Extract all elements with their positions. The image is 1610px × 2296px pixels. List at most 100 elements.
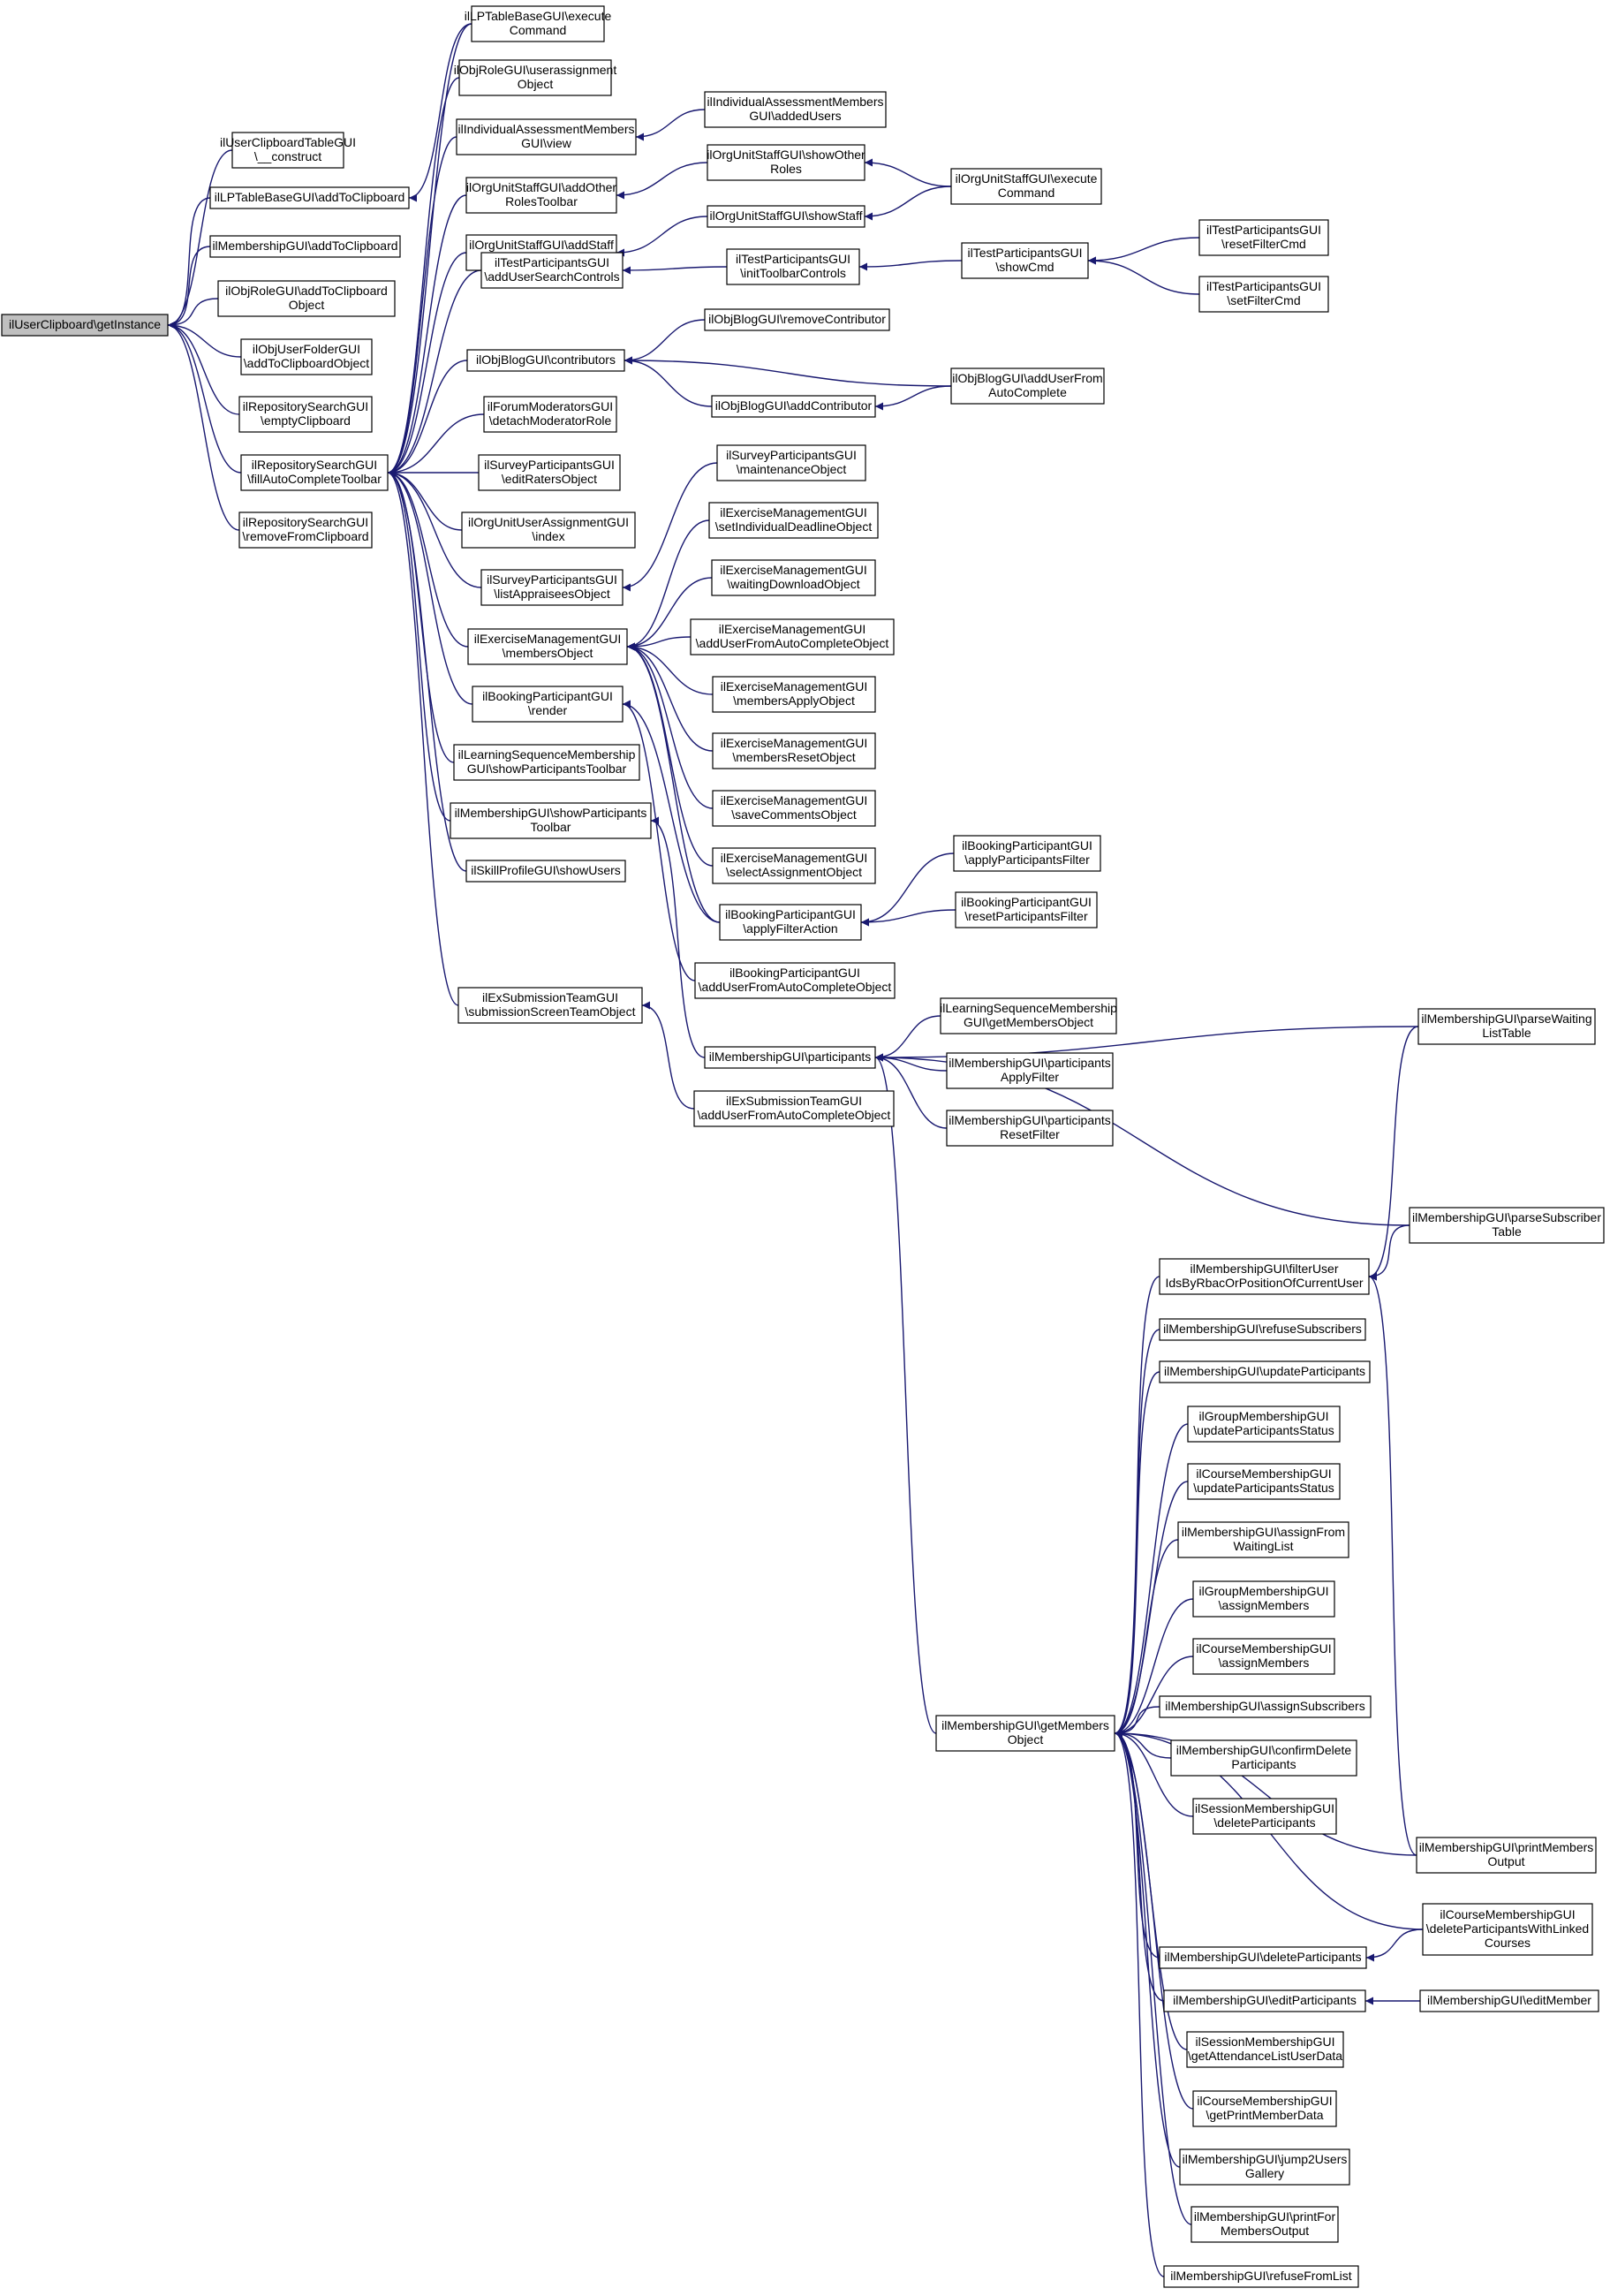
graph-node-c14[interactable]: ilLearningSequenceMembershipGUI\showPart… (453, 744, 640, 781)
graph-node-d4[interactable]: ilTestParticipantsGUI\initToolbarControl… (726, 248, 860, 285)
graph-node-d9[interactable]: ilExerciseManagementGUI\waitingDownloadO… (711, 559, 876, 596)
node-label-line: ilTestParticipantsGUI (1206, 279, 1321, 293)
graph-node-f1[interactable]: ilTestParticipantsGUI\resetFilterCmd (1198, 219, 1329, 256)
graph-node-n1[interactable]: ilUserClipboardTableGUI\__construct (220, 132, 356, 169)
graph-node-d14[interactable]: ilExerciseManagementGUI\selectAssignment… (712, 847, 876, 884)
graph-node-e4[interactable]: ilBookingParticipantGUI\applyParticipant… (953, 835, 1101, 872)
graph-node-g8[interactable]: ilCourseMembershipGUI\assignMembers (1192, 1638, 1335, 1675)
graph-node-d15[interactable]: ilBookingParticipantGUI\applyFilterActio… (719, 904, 862, 941)
node-label-line: \resetParticipantsFilter (964, 909, 1088, 923)
graph-node-c16[interactable]: ilSkillProfileGUI\showUsers (465, 860, 626, 883)
graph-node-d16[interactable]: ilBookingParticipantGUI\addUserFromAutoC… (694, 962, 896, 999)
graph-node-c15[interactable]: ilMembershipGUI\showParticipantsToolbar (450, 802, 652, 839)
graph-node-d10[interactable]: ilExerciseManagementGUI\addUserFromAutoC… (690, 618, 895, 655)
graph-node-n8[interactable]: ilRepositorySearchGUI\removeFromClipboar… (238, 511, 373, 549)
call-edge (626, 642, 714, 752)
node-label-line: \addUserFromAutoCompleteObject (698, 1108, 891, 1122)
graph-node-c6[interactable]: ilTestParticipantsGUI\addUserSearchContr… (480, 252, 624, 289)
call-edge (626, 636, 692, 651)
node-box (1163, 2265, 1359, 2288)
graph-node-e5[interactable]: ilBookingParticipantGUI\resetParticipant… (955, 891, 1098, 928)
graph-node-c17[interactable]: ilExSubmissionTeamGUI\submissionScreenTe… (457, 987, 643, 1024)
graph-node-h5[interactable]: ilMembershipGUI\editMember (1419, 1989, 1599, 2012)
graph-node-g3[interactable]: ilMembershipGUI\updateParticipants (1159, 1360, 1371, 1383)
graph-node-d3[interactable]: ilOrgUnitStaffGUI\showStaff (707, 205, 865, 228)
node-label-line: ilOrgUnitStaffGUI\showOther (707, 148, 865, 162)
graph-node-e3[interactable]: ilObjBlogGUI\addUserFromAutoComplete (950, 368, 1105, 405)
node-label-line: Courses (1485, 1936, 1531, 1950)
node-box (461, 511, 636, 549)
graph-node-g2[interactable]: ilMembershipGUI\refuseSubscribers (1159, 1318, 1366, 1341)
graph-node-g7[interactable]: ilGroupMembershipGUI\assignMembers (1192, 1580, 1335, 1618)
graph-node-c13[interactable]: ilBookingParticipantGUI\render (472, 686, 624, 723)
graph-node-c12[interactable]: ilExerciseManagementGUI\membersObject (467, 628, 628, 665)
graph-node-n3[interactable]: ilMembershipGUI\addToClipboard (209, 235, 401, 258)
graph-node-g15[interactable]: ilCourseMembershipGUI\getPrintMemberData (1192, 2090, 1337, 2127)
node-label-line: ilObjRoleGUI\userassignment (454, 63, 617, 77)
call-edge (650, 816, 706, 1058)
graph-node-gm[interactable]: ilMembershipGUI\getMembersObject (935, 1715, 1115, 1752)
graph-node-n4[interactable]: ilObjRoleGUI\addToClipboardObject (217, 280, 396, 317)
call-edge (387, 77, 460, 477)
graph-node-n5[interactable]: ilObjUserFolderGUI\addToClipboardObject (240, 338, 373, 375)
graph-node-g13[interactable]: ilMembershipGUI\editParticipants (1163, 1989, 1366, 2012)
call-edge (1368, 1272, 1417, 1856)
graph-node-g10[interactable]: ilMembershipGUI\confirmDeleteParticipant… (1170, 1739, 1357, 1777)
node-label-line: ilTestParticipantsGUI (495, 255, 609, 269)
node-box (1, 314, 169, 337)
graph-node-d8[interactable]: ilExerciseManagementGUI\setIndividualDea… (708, 502, 879, 539)
node-label-line: ilUserClipboard\getInstance (9, 317, 161, 331)
graph-node-g5[interactable]: ilCourseMembershipGUI\updateParticipants… (1187, 1463, 1341, 1500)
node-box (465, 177, 617, 214)
graph-node-n2[interactable]: ilLPTableBaseGUI\addToClipboard (209, 186, 410, 209)
graph-node-d5[interactable]: ilObjBlogGUI\removeContributor (704, 308, 890, 331)
graph-node-g18[interactable]: ilMembershipGUI\refuseFromList (1163, 2265, 1359, 2288)
graph-node-c10[interactable]: ilOrgUnitUserAssignmentGUI\index (461, 511, 636, 549)
node-label-line: Table (1492, 1224, 1522, 1239)
graph-node-c11[interactable]: ilSurveyParticipantsGUI\listAppraiseesOb… (480, 569, 624, 606)
node-label-line: Output (1487, 1854, 1524, 1868)
graph-node-c9[interactable]: ilSurveyParticipantsGUI\editRatersObject (478, 454, 621, 491)
node-label-line: Participants (1231, 1757, 1296, 1771)
graph-node-h4[interactable]: ilCourseMembershipGUI\deleteParticipants… (1422, 1903, 1593, 1956)
graph-node-root[interactable]: ilUserClipboard\getInstance (1, 314, 169, 337)
graph-node-g4[interactable]: ilGroupMembershipGUI\updateParticipantsS… (1187, 1406, 1341, 1443)
node-label-line: ilLearningSequenceMembership (458, 747, 636, 762)
graph-node-g11[interactable]: ilSessionMembershipGUI\deleteParticipant… (1192, 1798, 1337, 1835)
graph-node-e2[interactable]: ilTestParticipantsGUI\showCmd (961, 242, 1089, 279)
graph-node-g14[interactable]: ilSessionMembershipGUI\getAttendanceList… (1186, 2031, 1344, 2068)
graph-node-d6[interactable]: ilObjBlogGUI\addContributor (711, 395, 876, 418)
graph-node-e6[interactable]: ilLearningSequenceMembershipGUI\getMembe… (940, 997, 1117, 1034)
node-label-line: \submissionScreenTeamObject (465, 1004, 636, 1019)
graph-node-d1[interactable]: ilIndividualAssessmentMembersGUI\addedUs… (704, 91, 887, 128)
graph-node-d13[interactable]: ilExerciseManagementGUI\saveCommentsObje… (712, 790, 876, 827)
graph-node-g12[interactable]: ilMembershipGUI\deleteParticipants (1159, 1946, 1367, 1969)
graph-node-d17[interactable]: ilMembershipGUI\participants (704, 1046, 876, 1069)
graph-node-g1[interactable]: ilMembershipGUI\filterUserIdsByRbacOrPos… (1159, 1258, 1370, 1295)
graph-node-c8[interactable]: ilForumModeratorsGUI\detachModeratorRole (483, 396, 617, 433)
graph-node-f2[interactable]: ilTestParticipantsGUI\setFilterCmd (1198, 276, 1329, 313)
graph-node-d7[interactable]: ilSurveyParticipantsGUI\maintenanceObjec… (716, 444, 866, 481)
graph-node-n6[interactable]: ilRepositorySearchGUI\emptyClipboard (238, 396, 373, 433)
node-label-line: ilMembershipGUI\addToClipboard (212, 239, 397, 253)
graph-node-d18[interactable]: ilExSubmissionTeamGUI\addUserFromAutoCom… (693, 1090, 895, 1127)
graph-node-c7[interactable]: ilObjBlogGUI\contributors (466, 349, 625, 372)
graph-node-n7[interactable]: ilRepositorySearchGUI\fillAutoCompleteTo… (240, 454, 389, 491)
graph-node-d12[interactable]: ilExerciseManagementGUI\membersResetObje… (712, 732, 876, 769)
graph-node-d11[interactable]: ilExerciseManagementGUI\membersApplyObje… (712, 676, 876, 713)
graph-node-g9[interactable]: ilMembershipGUI\assignSubscribers (1159, 1695, 1372, 1718)
